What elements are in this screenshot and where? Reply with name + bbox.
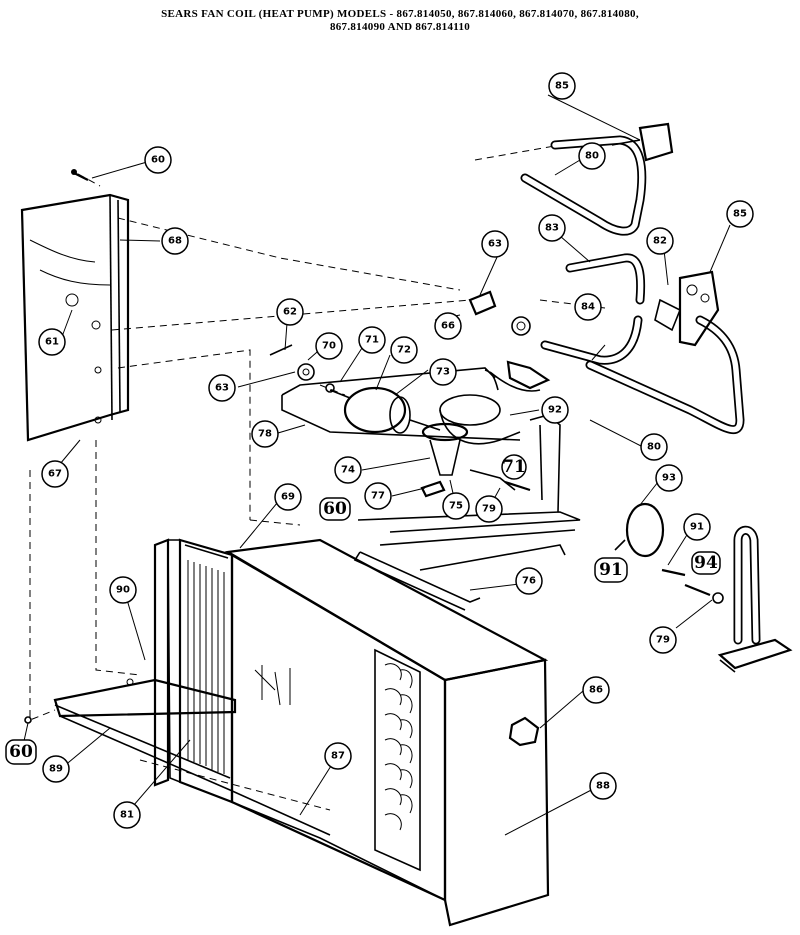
callout-label: 85	[555, 81, 569, 92]
base-rail	[24, 538, 331, 836]
blower-motor	[281, 367, 521, 441]
callout-label: 62	[283, 307, 297, 318]
callout-73: 73	[429, 358, 457, 386]
right-bracket	[717, 525, 793, 673]
side-panel	[20, 193, 130, 442]
handwritten-71: 71	[501, 454, 527, 480]
callout-63-upper: 63	[481, 230, 509, 258]
callout-label: 71	[365, 335, 379, 346]
callout-60-top: 60	[144, 146, 172, 174]
callout-label: 84	[581, 302, 595, 313]
callout-label: 78	[258, 429, 272, 440]
callout-label: 87	[331, 751, 345, 762]
callout-label: 67	[48, 469, 62, 480]
callout-89: 89	[42, 755, 70, 783]
callout-label: 88	[596, 781, 610, 792]
callout-label: 79	[482, 504, 496, 515]
callout-label: 90	[116, 585, 130, 596]
callout-91-upper: 91	[683, 513, 711, 541]
callout-92: 92	[541, 396, 569, 424]
screw-top	[71, 169, 89, 181]
handwritten-60-bottom: 60	[5, 739, 37, 765]
callout-label: 75	[449, 501, 463, 512]
handwritten-label: 60	[323, 499, 347, 519]
handwritten-94: 94	[691, 551, 721, 575]
wire-and-fittings	[614, 502, 724, 604]
callout-68: 68	[161, 227, 189, 255]
callout-label: 70	[322, 341, 336, 352]
callout-label: 77	[371, 491, 385, 502]
callout-81: 81	[113, 801, 141, 829]
callout-80-right: 80	[640, 433, 668, 461]
callout-label: 73	[436, 367, 450, 378]
diagram-title-line-1: SEARS FAN COIL (HEAT PUMP) MODELS - 867.…	[161, 8, 639, 20]
callout-76: 76	[515, 567, 543, 595]
callout-label: 69	[281, 492, 295, 503]
callout-85-top: 85	[548, 72, 576, 100]
handwritten-label: 60	[9, 742, 33, 762]
callout-63-lower: 63	[208, 374, 236, 402]
callout-77: 77	[364, 482, 392, 510]
callout-78: 78	[251, 420, 279, 448]
handwritten-60-center: 60	[319, 497, 351, 521]
callout-61-panel: 61	[38, 328, 66, 356]
callout-79-center: 79	[475, 495, 503, 523]
callout-79-right: 79	[649, 626, 677, 654]
callout-67: 67	[41, 460, 69, 488]
right-tubing	[540, 253, 745, 435]
callout-72: 72	[390, 336, 418, 364]
callout-label: 79	[656, 635, 670, 646]
callout-66: 66	[434, 312, 462, 340]
callout-74: 74	[334, 456, 362, 484]
callout-label: 72	[397, 345, 411, 356]
callout-label: 60	[151, 155, 165, 166]
callout-label: 61	[45, 337, 59, 348]
callout-label: 91	[690, 522, 704, 533]
callout-71: 71	[358, 326, 386, 354]
callout-88: 88	[589, 772, 617, 800]
callout-label: 74	[341, 465, 355, 476]
callout-label: 86	[589, 685, 603, 696]
callout-label: 92	[548, 405, 562, 416]
callout-label: 76	[522, 576, 536, 587]
callout-85-right: 85	[726, 200, 754, 228]
callout-75: 75	[442, 492, 470, 520]
callout-62: 62	[276, 298, 304, 326]
handwritten-label: 94	[694, 553, 718, 573]
callout-69-upper: 69	[274, 483, 302, 511]
callout-70: 70	[315, 332, 343, 360]
callout-label: 83	[545, 223, 559, 234]
diagram-title-line-2: 867.814090 AND 867.814110	[329, 21, 471, 33]
callout-84: 84	[574, 293, 602, 321]
upper-tubing	[520, 122, 674, 236]
callout-83: 83	[538, 214, 566, 242]
callout-label: 85	[733, 209, 747, 220]
callout-82: 82	[646, 227, 674, 255]
callout-label: 63	[488, 239, 502, 250]
callout-label: 93	[662, 473, 676, 484]
callout-90: 90	[109, 576, 137, 604]
callout-label: 89	[49, 764, 63, 775]
handwritten-label: 91	[599, 560, 623, 580]
callout-93: 93	[655, 464, 683, 492]
callout-label: 63	[215, 383, 229, 394]
handwritten-label: 71	[502, 457, 526, 477]
callout-label: 81	[120, 810, 134, 821]
handwritten-91: 91	[594, 557, 628, 583]
callout-label: 68	[168, 236, 182, 247]
fittings	[269, 290, 531, 393]
callout-label: 80	[585, 151, 599, 162]
callout-80-top: 80	[578, 142, 606, 170]
main-cabinet	[167, 538, 550, 927]
callout-label: 82	[653, 236, 667, 247]
callout-label: 80	[647, 442, 661, 453]
callout-87: 87	[324, 742, 352, 770]
callout-86: 86	[582, 676, 610, 704]
blower-housing	[421, 360, 551, 476]
callout-label: 66	[441, 321, 455, 332]
